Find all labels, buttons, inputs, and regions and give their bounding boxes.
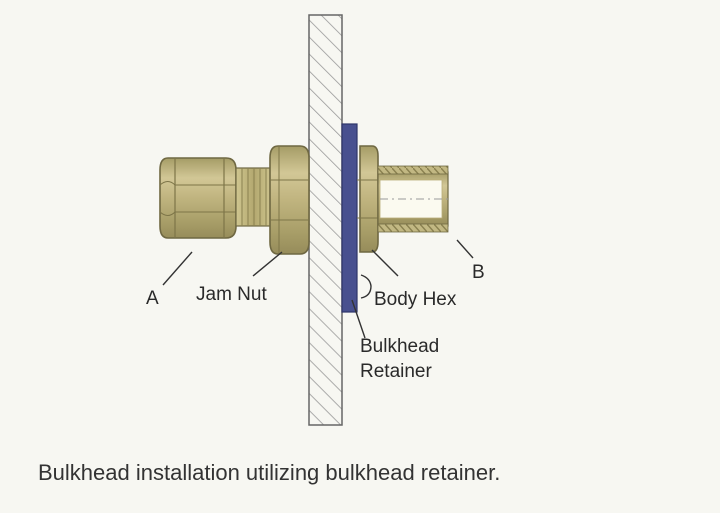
body-hex bbox=[357, 145, 379, 253]
label-jam-nut: Jam Nut bbox=[196, 284, 267, 305]
leader-body-hex bbox=[371, 249, 399, 277]
leader-b bbox=[456, 239, 474, 259]
leader-jam-nut bbox=[252, 251, 283, 277]
label-a: A bbox=[146, 288, 159, 309]
fitting-thread-neck bbox=[235, 167, 273, 227]
figure-caption: Bulkhead installation utilizing bulkhead… bbox=[38, 460, 501, 485]
leader-retainer-hook bbox=[360, 274, 372, 299]
leader-a bbox=[162, 251, 193, 286]
bulkhead-retainer bbox=[341, 123, 358, 313]
label-body-hex: Body Hex bbox=[374, 289, 457, 310]
leader-lines bbox=[162, 239, 474, 339]
label-retainer-line2: Retainer bbox=[360, 361, 432, 382]
label-b: B bbox=[472, 262, 485, 283]
leader-retainer bbox=[351, 299, 366, 339]
jam-nut bbox=[269, 145, 310, 255]
fitting-nut-a bbox=[159, 157, 237, 239]
bulkhead-wall bbox=[308, 14, 343, 426]
pipe-thread-end-b bbox=[377, 165, 452, 233]
label-retainer-line1: Bulkhead bbox=[360, 336, 439, 357]
